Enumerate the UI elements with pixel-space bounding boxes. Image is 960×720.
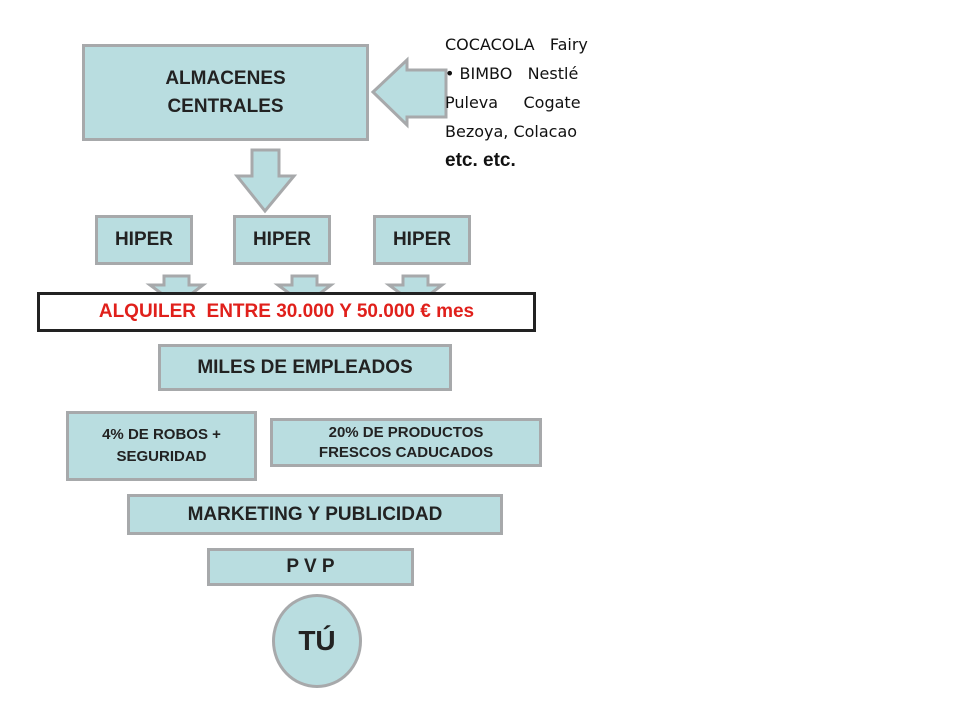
fresh-line-1: 20% DE PRODUCTOS xyxy=(328,423,484,441)
expired-fresh-products-box: 20% DE PRODUCTOS FRESCOS CADUCADOS xyxy=(270,418,542,467)
theft-line-1: 4% DE ROBOS + xyxy=(102,426,221,443)
suppliers-line-2: • BIMBO Nestlé xyxy=(445,64,579,83)
warehouse-line-2: CENTRALES xyxy=(167,95,284,117)
fresh-line-2: FRESCOS CADUCADOS xyxy=(318,443,494,461)
warehouse-down-arrow xyxy=(233,148,298,214)
employees-box: MILES DE EMPLEADOS xyxy=(158,344,452,391)
suppliers-list: COCACOLA Fairy • BIMBO Nestlé Puleva Cog… xyxy=(445,30,645,175)
consumer-circle: TÚ xyxy=(272,594,362,688)
suppliers-line-3: Puleva Cogate xyxy=(445,93,581,112)
central-warehouses-box: ALMACENES CENTRALES xyxy=(82,44,369,141)
retail-price-box: P V P xyxy=(207,548,414,586)
theft-line-2: SEGURIDAD xyxy=(116,448,207,465)
rent-cost-box: ALQUILER ENTRE 30.000 Y 50.000 € mes xyxy=(37,292,536,332)
marketing-box: MARKETING Y PUBLICIDAD xyxy=(127,494,503,535)
theft-security-box: 4% DE ROBOS + SEGURIDAD xyxy=(66,411,257,481)
suppliers-line-1: COCACOLA Fairy xyxy=(445,35,588,54)
hiper-store-2: HIPER xyxy=(233,215,331,265)
hiper-store-3: HIPER xyxy=(373,215,471,265)
suppliers-line-4: Bezoya, Colacao xyxy=(445,122,578,141)
suppliers-line-5: etc. etc. xyxy=(445,150,516,171)
supplier-arrow xyxy=(370,56,448,129)
hiper-store-1: HIPER xyxy=(95,215,193,265)
suppliers-line-2-text: BIMBO Nestlé xyxy=(459,64,579,83)
warehouse-line-1: ALMACENES xyxy=(165,67,286,89)
